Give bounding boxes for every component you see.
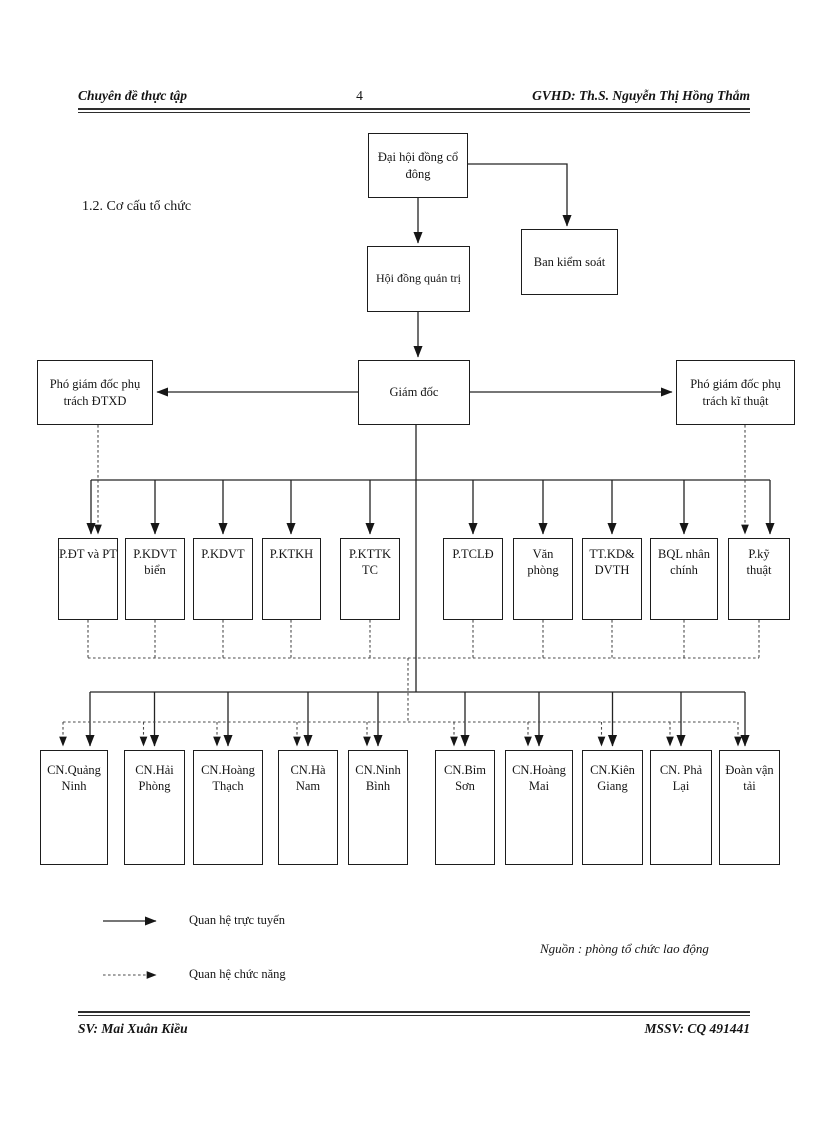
box-label: P.kỹ thuật xyxy=(746,547,772,578)
dept-box-ktkh: P.KTKH xyxy=(262,538,321,620)
dept-box-bql-nhan-chinh: BQL nhân chính xyxy=(650,538,718,620)
box-label: P.KTKH xyxy=(269,547,314,561)
dept-box-van-phong: Văn phòng xyxy=(513,538,573,620)
box-label: Phó giám đốc phụ trách ĐTXD xyxy=(49,377,141,408)
legend-direct-relation: Quan hệ trực tuyến xyxy=(103,913,285,928)
header-rule xyxy=(78,108,750,113)
branch-box-pha-lai: CN. Phả Lại xyxy=(650,750,712,865)
dept-box-kdvt: P.KDVT xyxy=(193,538,253,620)
legend-functional-relation: Quan hệ chức năng xyxy=(103,967,286,982)
box-deputy-director-dtxd: Phó giám đốc phụ trách ĐTXD xyxy=(37,360,153,425)
box-deputy-director-technical: Phó giám đốc phụ trách kĩ thuật xyxy=(676,360,795,425)
box-label: P.KDVT xyxy=(201,547,245,561)
box-label: Phó giám đốc phụ trách kĩ thuật xyxy=(690,377,781,408)
box-label: CN.Hoàng Thạch xyxy=(201,763,255,794)
box-label: CN.Hải Phòng xyxy=(135,763,174,794)
box-label: CN.Hà Nam xyxy=(290,763,326,794)
box-label: CN.Ninh Bình xyxy=(355,763,401,794)
dept-box-dt-pt: P.ĐT và PT xyxy=(58,538,118,620)
legend-label: Quan hệ trực tuyến xyxy=(189,913,285,927)
branch-box-kien-giang: CN.Kiên Giang xyxy=(582,750,643,865)
section-heading: 1.2. Cơ cấu tổ chức xyxy=(82,199,192,214)
box-shareholders-meeting: Đại hội đồng cổ đông xyxy=(368,133,468,198)
box-label: CN.Bỉm Sơn xyxy=(443,763,487,794)
dashed-arrow-icon xyxy=(103,970,157,979)
box-label: CN.Kiên Giang xyxy=(590,763,635,794)
source-note: Nguồn : phòng tổ chức lao động xyxy=(540,941,709,956)
box-director: Giám đốc xyxy=(358,360,470,425)
legend-label: Quan hệ chức năng xyxy=(189,967,286,981)
box-label: Đoàn vận tải xyxy=(725,763,774,794)
box-label: Văn phòng xyxy=(527,547,559,578)
branch-box-quang-ninh: CN.Quảng Ninh xyxy=(40,750,108,865)
dept-box-ttkd-dvth: TT.KD& DVTH xyxy=(582,538,642,620)
dept-box-kdvt-bien: P.KDVT biển xyxy=(125,538,185,620)
page-header: Chuyên đề thực tập 4 GVHD: Th.S. Nguyễn … xyxy=(78,88,750,104)
box-label: P.KTTK TC xyxy=(348,547,392,578)
footer-rule xyxy=(78,1011,750,1016)
box-label: TT.KD& DVTH xyxy=(589,547,635,578)
header-advisor: GVHD: Th.S. Nguyễn Thị Hồng Thắm xyxy=(532,88,750,103)
box-label: P.TCLĐ xyxy=(452,547,494,561)
box-label: BQL nhân chính xyxy=(658,547,710,578)
box-label: CN.Quảng Ninh xyxy=(47,763,101,794)
footer-student-id: MSSV: CQ 491441 xyxy=(644,1021,750,1036)
box-label: Giám đốc xyxy=(389,385,439,400)
box-board-of-directors: Hội đồng quản trị xyxy=(367,246,470,312)
footer-student-name: SV: Mai Xuân Kiều xyxy=(78,1021,188,1036)
box-label: P.ĐT và PT xyxy=(59,547,117,561)
dept-box-ky-thuat: P.kỹ thuật xyxy=(728,538,790,620)
dept-box-kttk-tc: P.KTTK TC xyxy=(340,538,400,620)
box-label: Hội đồng quản trị xyxy=(376,271,461,286)
box-supervisory-board: Ban kiểm soát xyxy=(521,229,618,295)
branch-box-hoang-mai: CN.Hoàng Mai xyxy=(505,750,573,865)
solid-arrow-icon xyxy=(103,915,157,926)
box-label: Ban kiểm soát xyxy=(533,254,606,269)
branch-box-hoang-thach: CN.Hoàng Thạch xyxy=(193,750,263,865)
box-label: P.KDVT biển xyxy=(133,547,177,578)
box-label: CN.Hoàng Mai xyxy=(512,763,566,794)
branch-box-doan-van-tai: Đoàn vận tải xyxy=(719,750,780,865)
dept-box-tcld: P.TCLĐ xyxy=(443,538,503,620)
branch-box-ha-nam: CN.Hà Nam xyxy=(278,750,338,865)
header-course-title: Chuyên đề thực tập xyxy=(78,88,187,103)
box-label: CN. Phả Lại xyxy=(659,763,703,794)
branch-box-bim-son: CN.Bỉm Sơn xyxy=(435,750,495,865)
page-number: 4 xyxy=(356,88,363,103)
branch-box-hai-phong: CN.Hải Phòng xyxy=(124,750,185,865)
branch-box-ninh-binh: CN.Ninh Bình xyxy=(348,750,408,865)
box-label: Đại hội đồng cổ đông xyxy=(377,150,459,181)
page-footer: SV: Mai Xuân Kiều MSSV: CQ 491441 xyxy=(78,1021,750,1037)
